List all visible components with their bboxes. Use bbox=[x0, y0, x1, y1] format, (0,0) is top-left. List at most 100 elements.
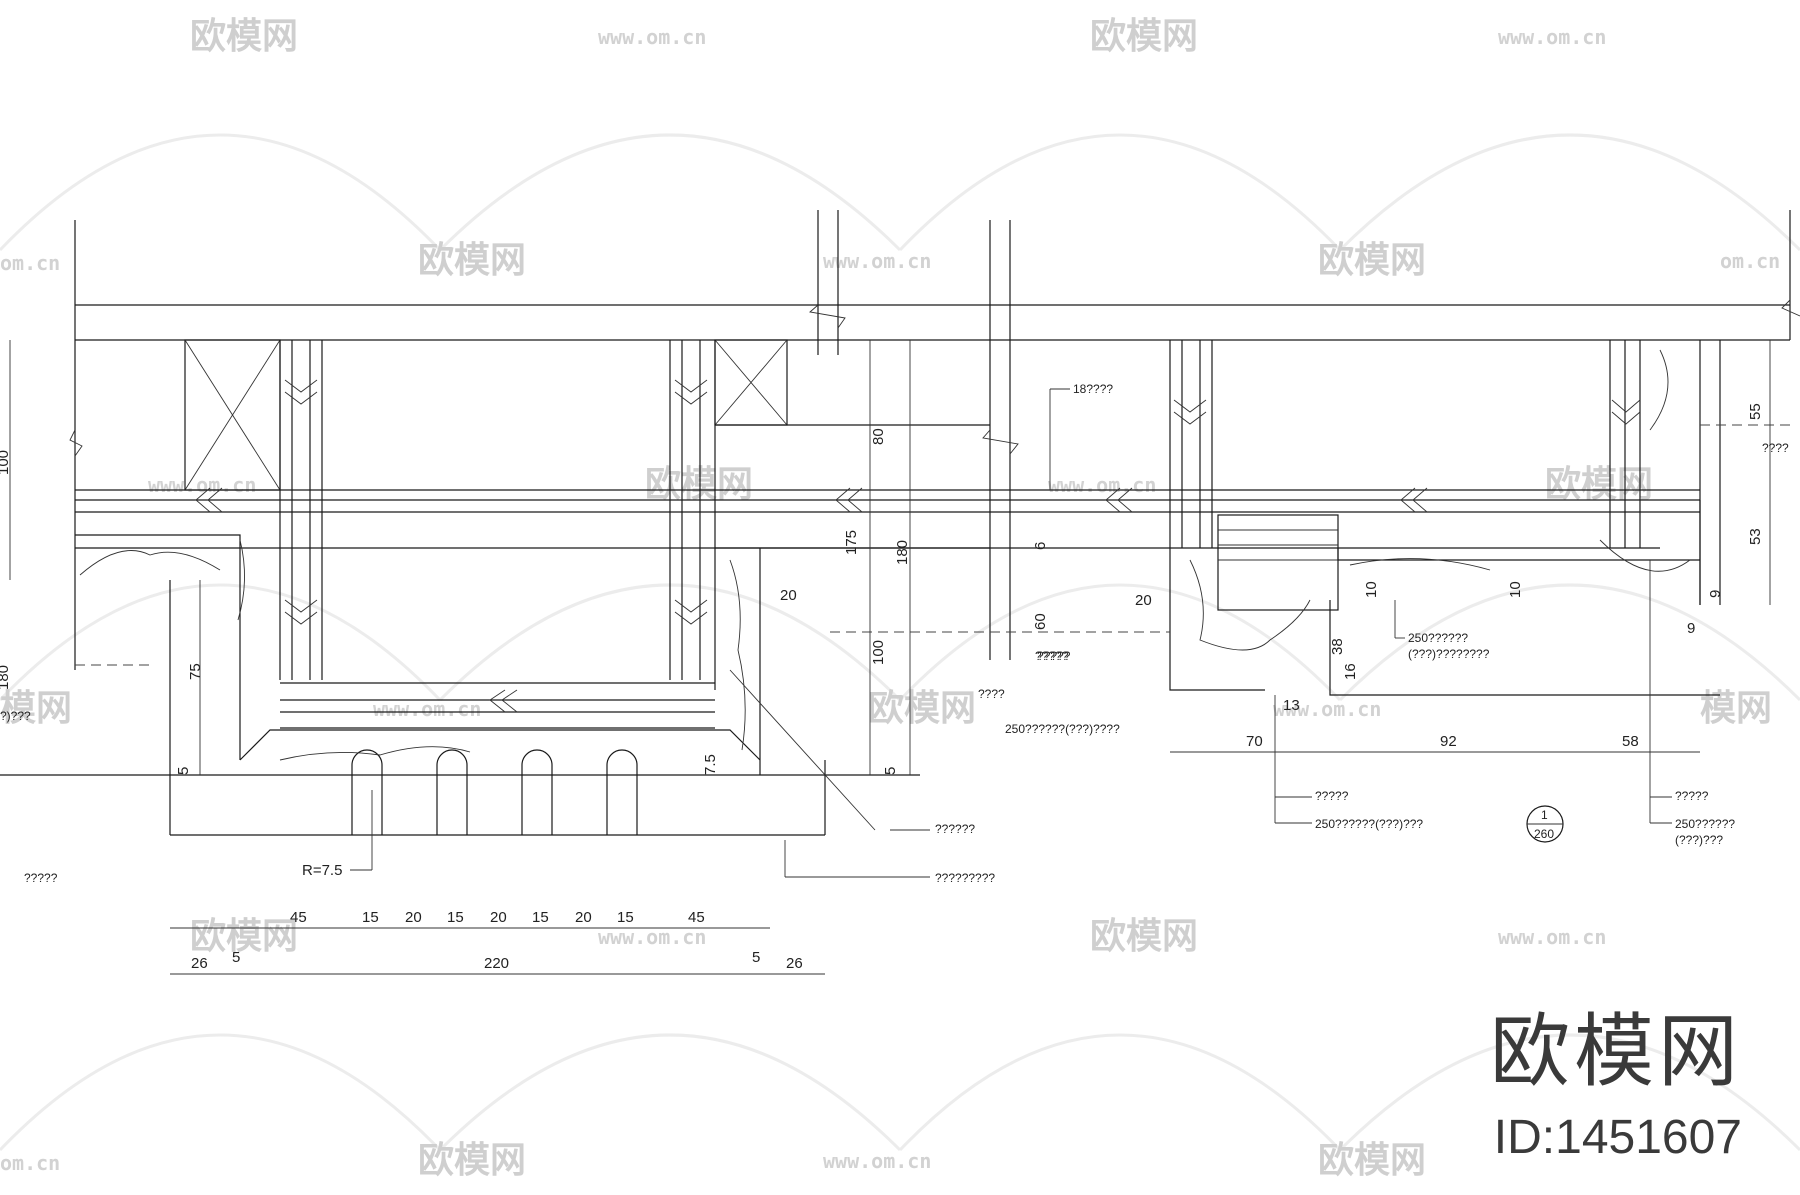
dim-label: 15 bbox=[617, 909, 634, 926]
watermark-layer: 欧模网 www.om.cn 欧模网 www.om.cn om.cn 欧模网 ww… bbox=[0, 16, 1780, 1181]
watermark-url: om.cn bbox=[0, 251, 60, 275]
brand-logo-text: 欧模网 bbox=[1490, 1005, 1742, 1098]
dim-label: 20 bbox=[575, 909, 592, 926]
watermark-logo: 欧模网 bbox=[418, 240, 526, 281]
note-text: 250??????(???)???? bbox=[1005, 722, 1120, 736]
dim-label: 100 bbox=[0, 450, 12, 475]
watermark-logo: 欧模网 bbox=[1090, 16, 1198, 57]
watermark-url: om.cn bbox=[0, 1151, 60, 1175]
dim-label: 6 bbox=[1032, 542, 1049, 550]
dim-label: 70 bbox=[1246, 733, 1263, 750]
watermark-url: www.om.cn bbox=[373, 697, 481, 721]
note-text: ?)??? bbox=[0, 709, 31, 723]
dim-label: 10 bbox=[1363, 581, 1380, 598]
watermark-url: www.om.cn bbox=[1498, 25, 1606, 49]
note-text: ????????? bbox=[935, 871, 995, 885]
dim-label: 20 bbox=[1135, 592, 1152, 609]
watermark-logo: 欧模网 bbox=[868, 688, 976, 729]
dim-label: 58 bbox=[1622, 733, 1639, 750]
left-dims-vertical: 75 5 80 175 180 100 5 60 6 bbox=[175, 428, 1049, 775]
edge-dims: 100 180 bbox=[0, 450, 12, 690]
dim-label: 9 bbox=[1707, 590, 1724, 598]
note-text: ???? bbox=[1762, 441, 1789, 455]
dim-label: 60 bbox=[1032, 613, 1049, 630]
section-mark: 1 260 bbox=[1526, 805, 1564, 843]
dim-label: 26 bbox=[191, 955, 208, 972]
right-dims: 70 92 58 20 13 55 53 10 10 38 16 9 9 bbox=[1135, 403, 1764, 750]
note-text: ?????? bbox=[935, 822, 975, 836]
note-text: 250??????(???)??? bbox=[1315, 817, 1423, 831]
dim-label: 45 bbox=[688, 909, 705, 926]
dim-label: 220 bbox=[484, 955, 509, 972]
dim-label: 5 bbox=[882, 767, 899, 775]
watermark-logo: 欧模网 bbox=[418, 1140, 526, 1181]
note-text: 250?????? bbox=[1408, 631, 1468, 645]
watermark-url: www.om.cn bbox=[148, 473, 256, 497]
watermark-url: www.om.cn bbox=[823, 1149, 931, 1173]
dim-label: 20 bbox=[405, 909, 422, 926]
watermark-url: www.om.cn bbox=[823, 249, 931, 273]
dim-label: 9 bbox=[1687, 620, 1695, 637]
dim-label: 180 bbox=[894, 540, 911, 565]
dim-label: 15 bbox=[532, 909, 549, 926]
watermark-logo: 欧模网 bbox=[645, 464, 753, 505]
watermark-logo: 模网 bbox=[0, 688, 72, 729]
left-notes: ????? ?????? ????????? ????? ???? 250???… bbox=[0, 382, 1120, 885]
watermark-logo: 欧模网 bbox=[1318, 240, 1426, 281]
dim-label: 80 bbox=[870, 428, 887, 445]
note-text: (???)??? bbox=[1675, 833, 1723, 847]
dim-label: 7.5 bbox=[702, 754, 719, 775]
section-mark-number: 1 bbox=[1541, 808, 1548, 822]
dim-label: 180 bbox=[0, 665, 12, 690]
note-text: ????? bbox=[1037, 649, 1071, 663]
watermark-url: om.cn bbox=[1720, 249, 1780, 273]
note-text: ????? bbox=[1035, 649, 1069, 663]
note-text: ????? bbox=[24, 871, 58, 885]
dim-label: 16 bbox=[1342, 663, 1359, 680]
dim-label: 38 bbox=[1329, 638, 1346, 655]
note-text: 18???? bbox=[1073, 382, 1113, 396]
note-text: (???)???????? bbox=[1408, 647, 1490, 661]
dim-label: 45 bbox=[290, 909, 307, 926]
note-text: ????? bbox=[1315, 789, 1349, 803]
watermark-url: www.om.cn bbox=[598, 925, 706, 949]
dim-label: 75 bbox=[187, 663, 204, 680]
section-mark-scale: 260 bbox=[1534, 827, 1554, 841]
dimension-lines bbox=[9, 340, 1771, 975]
left-dims-row1: 45 15 20 15 20 15 20 15 45 bbox=[290, 909, 705, 926]
dim-label: 20 bbox=[490, 909, 507, 926]
watermark-url: www.om.cn bbox=[1498, 925, 1606, 949]
dim-label: 10 bbox=[1507, 581, 1524, 598]
dim-label: 55 bbox=[1747, 403, 1764, 420]
watermark-logo: 欧模网 bbox=[1318, 1140, 1426, 1181]
watermark-url: www.om.cn bbox=[1273, 697, 1381, 721]
structure-lines bbox=[0, 210, 1800, 836]
watermark-logo: 欧模网 bbox=[1090, 916, 1198, 957]
watermark-url: www.om.cn bbox=[598, 25, 706, 49]
dim-label: 5 bbox=[175, 767, 192, 775]
watermark-logo: 欧模网 bbox=[190, 916, 298, 957]
note-text: 250?????? bbox=[1675, 817, 1735, 831]
watermark-logo: 欧模网 bbox=[190, 16, 298, 57]
dim-label: 13 bbox=[1283, 697, 1300, 714]
dim-label: 5 bbox=[232, 949, 240, 966]
left-dims-row2: 26 5 220 5 26 bbox=[191, 949, 803, 972]
dim-label: 5 bbox=[752, 949, 760, 966]
dim-label: 20 bbox=[780, 587, 797, 604]
watermark-logo: 模网 bbox=[1700, 688, 1772, 729]
dim-label: 175 bbox=[843, 530, 860, 555]
dim-label: 26 bbox=[786, 955, 803, 972]
dim-label: 15 bbox=[362, 909, 379, 926]
note-text: ????? bbox=[1675, 789, 1709, 803]
right-notes: 250?????? (???)???????? ???? ????? 250??… bbox=[1037, 441, 1789, 847]
left-dims-misc: 20 7.5 R=7.5 bbox=[302, 587, 797, 879]
note-text: ???? bbox=[978, 687, 1005, 701]
asset-id-label: ID:1451607 bbox=[1493, 1111, 1742, 1164]
dim-label: 100 bbox=[870, 640, 887, 665]
radius-label: R=7.5 bbox=[302, 862, 342, 879]
dim-label: 15 bbox=[447, 909, 464, 926]
watermark-url: www.om.cn bbox=[1048, 473, 1156, 497]
dim-label: 92 bbox=[1440, 733, 1457, 750]
watermark-logo: 欧模网 bbox=[1545, 464, 1653, 505]
